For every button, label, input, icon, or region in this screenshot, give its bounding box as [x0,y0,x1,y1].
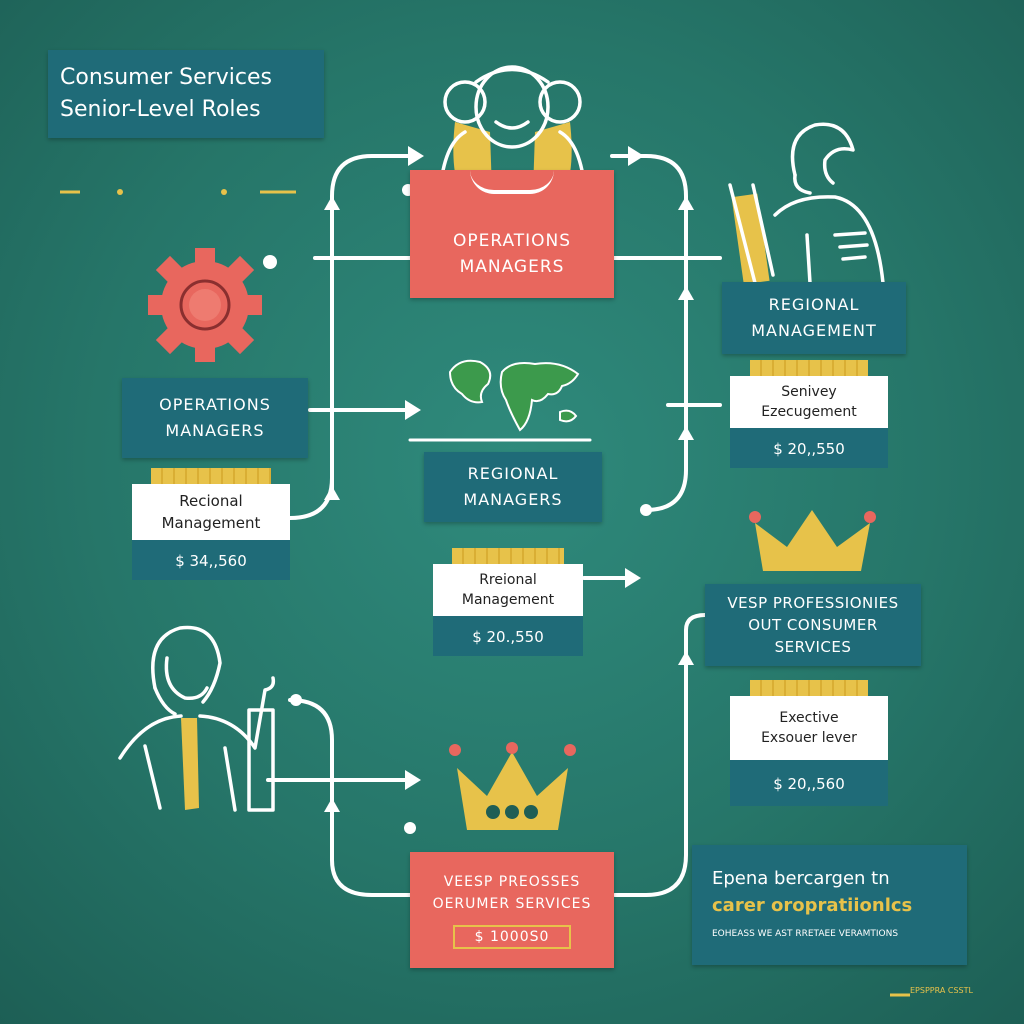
title-line-1: Consumer Services [60,65,272,90]
right-card-body: Senivey Ezecugement [730,376,888,430]
center-card-line-1: Rreional [479,572,537,588]
right-card-price: $ 20,,550 [730,430,888,468]
vesp-professionies-box: VESP PROFESSIONIES OUT CONSUMER SERVICES [705,584,921,666]
center-card-price: $ 20.,550 [433,618,583,656]
regional-managers-line-2: MANAGERS [463,490,563,509]
ops-left-line-1: OPERATIONS [159,395,271,414]
ops-left-line-2: MANAGERS [165,421,265,440]
left-salary-card: Recional Management $ 34,,560 [132,468,290,580]
right-card-line-2: Ezecugement [761,404,857,420]
regional-management-box: REGIONAL MANAGEMENT [722,282,906,354]
left-card-price: $ 34,,560 [132,542,290,580]
vesp-line-3: SERVICES [774,638,852,656]
left-card-body: Recional Management [132,484,290,542]
right-salary-card: Senivey Ezecugement $ 20,,550 [730,360,888,468]
regional-mgmt-line-1: REGIONAL [768,295,860,314]
vesp-line-2: OUT CONSUMER [748,616,878,634]
businesswoman-icon [118,625,276,812]
ops-top-line-1: OPERATIONS [452,231,572,251]
person-presenting-icon [728,122,885,285]
operations-managers-left-box: OPERATIONS MANAGERS [122,378,308,458]
center-card-line-2: Management [461,592,555,608]
right-card2-body: Exective Exsouer lever [730,696,888,762]
bottom-center-price-value: $ 1000S0 [474,929,550,945]
bottom-right-line-2: carer oropratiionlcs [712,895,913,916]
title-box: Consumer Services Senior-Level Roles [48,50,324,138]
bottom-center-price: $ 1000S0 [452,925,572,949]
right-card2-price: $ 20,,560 [730,762,888,806]
team-collar [470,170,554,194]
left-card-price-value: $ 34,,560 [175,552,247,570]
center-card-body: Rreional Management [433,564,583,618]
world-map-icon [448,359,580,432]
vesp-line-1: VESP PROFESSIONIES [727,594,899,612]
gear-icon [148,248,262,362]
center-salary-card: Rreional Management $ 20.,550 [433,548,583,656]
regional-mgmt-line-2: MANAGEMENT [751,321,877,340]
crown-icon [449,742,576,830]
bottom-right-line-1: Epena bercargen tn [712,868,890,889]
right-card2-line-2: Exsouer lever [761,730,857,746]
vesp-preosses-box: VEESP PREOSSES OERUMER SERVICES $ 1000S0 [410,852,614,968]
crown-icon [749,510,876,571]
bottom-right-info-box: Epena bercargen tn carer oropratiionlcs … [692,845,967,965]
center-card-price-value: $ 20.,550 [472,628,544,646]
ops-top-line-2: MANAGERS [459,257,565,277]
regional-managers-line-1: REGIONAL [467,464,559,483]
title-line-2: Senior-Level Roles [60,97,261,122]
right-card2-line-1: Exective [779,710,839,726]
footer-mark: EPSPPRA CSSTL [910,986,973,995]
right-card-price-value: $ 20,,550 [773,440,845,458]
bottom-right-line-3: EOHEASS WE AST RRETAEE VERAMTIONS [712,929,899,939]
right-card-line-1: Senivey [781,384,837,400]
bottom-center-line-1: VEESP PREOSSES [443,874,581,890]
left-card-line-2: Management [161,514,261,532]
bottom-center-line-2: OERUMER SERVICES [432,896,592,912]
regional-managers-box: REGIONAL MANAGERS [424,452,602,522]
right-executive-card: Exective Exsouer lever $ 20,,560 [730,680,888,806]
right-card2-price-value: $ 20,,560 [773,775,845,793]
left-card-line-1: Recional [179,492,243,510]
